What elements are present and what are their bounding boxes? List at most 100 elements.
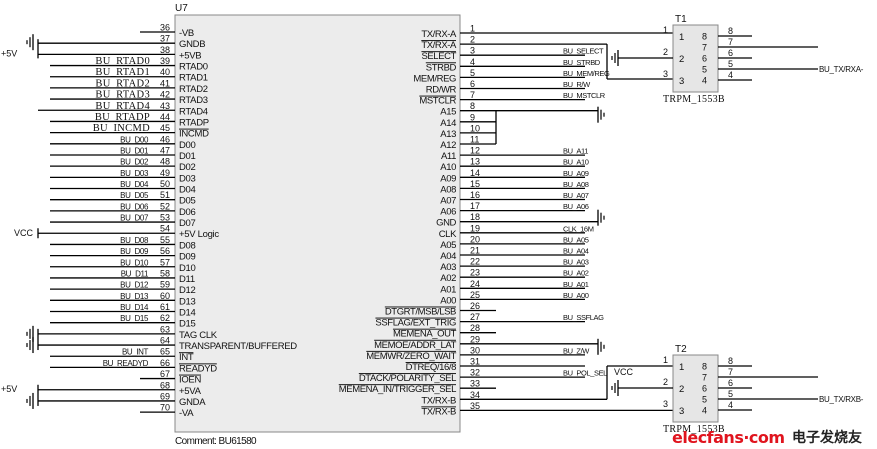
pin-number: 5 bbox=[470, 68, 475, 78]
pin-number: 39 bbox=[160, 56, 170, 66]
pin-number: 8 bbox=[470, 101, 475, 111]
pin-name: D11 bbox=[179, 274, 195, 285]
pin-number: 31 bbox=[470, 357, 480, 367]
net-label: BU_D09 bbox=[120, 247, 149, 256]
pin-name: RTAD0 bbox=[179, 62, 208, 73]
pin-name: INT bbox=[179, 352, 194, 363]
pin-number: 29 bbox=[470, 334, 480, 344]
net-label: BU_D12 bbox=[120, 281, 149, 290]
pin-name: D14 bbox=[179, 308, 196, 319]
pin-name: TX/RX-B bbox=[421, 395, 456, 406]
net-label: BU_D04 bbox=[120, 180, 149, 189]
power-label-vcc: VCC bbox=[614, 367, 634, 377]
pin-name: A08 bbox=[440, 184, 456, 195]
net-label: BU_D11 bbox=[121, 269, 149, 278]
pin-name: RTAD1 bbox=[179, 73, 208, 84]
pin-number: 6 bbox=[470, 79, 475, 89]
net-label: BU_INT bbox=[122, 348, 149, 357]
pin-name: RTAD3 bbox=[179, 95, 208, 106]
net-label: BU_RTAD0 bbox=[95, 56, 150, 67]
pin-number: 8 bbox=[728, 356, 733, 366]
pin-name: TX/RX-B bbox=[421, 406, 456, 417]
pin-number: 51 bbox=[160, 190, 170, 200]
pin-name: A05 bbox=[440, 240, 456, 251]
pin-number: 26 bbox=[470, 301, 480, 311]
pin-number: 59 bbox=[160, 280, 170, 290]
net-label: CLK_16M bbox=[563, 224, 594, 233]
pin-name: INCMD bbox=[179, 129, 209, 140]
net-label-output: BU_TX/RXA- bbox=[819, 65, 864, 74]
pin-name: DTREQ/16/8 bbox=[406, 362, 456, 373]
net-label-output: BU_TX/RXB- bbox=[819, 395, 864, 404]
net-label: BU_D14 bbox=[120, 303, 149, 312]
net-label: BU_RTAD4 bbox=[95, 101, 150, 112]
pin-name: A04 bbox=[440, 251, 456, 262]
pin-name: A09 bbox=[440, 173, 456, 184]
pin-number-inner: 4 bbox=[702, 406, 707, 416]
pin-name: D12 bbox=[179, 285, 196, 296]
pin-number: 43 bbox=[160, 101, 170, 111]
pin-number: 20 bbox=[470, 234, 480, 244]
pin-number: 10 bbox=[470, 123, 480, 133]
pin-name: RTAD2 bbox=[179, 84, 208, 95]
pin-number: 25 bbox=[470, 290, 480, 300]
pin-number: 3 bbox=[470, 46, 475, 56]
pin-name: A07 bbox=[440, 196, 456, 207]
pin-name: GNDA bbox=[179, 397, 206, 408]
pin-number: 50 bbox=[160, 179, 170, 189]
net-label: BU_SSFLAG bbox=[563, 313, 604, 322]
pin-name: MSTCLR bbox=[419, 96, 456, 107]
net-label: BU_D06 bbox=[120, 202, 149, 211]
pin-number: 24 bbox=[470, 279, 480, 289]
pin-number: 58 bbox=[160, 268, 170, 278]
pin-number-inner: 8 bbox=[702, 32, 707, 42]
transformer-ref: T2 bbox=[675, 344, 687, 355]
pin-number: 40 bbox=[160, 67, 170, 77]
pin-number: 8 bbox=[728, 26, 733, 36]
net-label: BU_A10 bbox=[563, 158, 589, 167]
pin-number: 37 bbox=[160, 34, 170, 44]
pin-number-inner: 3 bbox=[679, 76, 684, 87]
pin-number: 67 bbox=[160, 369, 170, 379]
pin-number-inner: 7 bbox=[702, 43, 707, 53]
pin-name: GNDB bbox=[179, 39, 205, 50]
pin-number: 35 bbox=[470, 401, 480, 411]
pin-number: 38 bbox=[160, 45, 170, 55]
pin-number-inner: 3 bbox=[679, 406, 684, 417]
net-label: BU_A05 bbox=[563, 235, 589, 244]
pin-number: 16 bbox=[470, 190, 480, 200]
pin-number: 48 bbox=[160, 157, 170, 167]
transformer-ref: T1 bbox=[675, 14, 687, 25]
pin-number-inner: 4 bbox=[702, 76, 707, 86]
pin-number: 3 bbox=[663, 69, 668, 79]
pin-number: 4 bbox=[728, 70, 733, 80]
pin-number: 2 bbox=[663, 377, 668, 387]
pin-number: 28 bbox=[470, 323, 480, 333]
pin-name: D15 bbox=[179, 319, 196, 330]
pin-number: 2 bbox=[663, 47, 668, 57]
pin-name: A13 bbox=[440, 129, 456, 140]
pin-name: D03 bbox=[179, 173, 196, 184]
pin-number: 22 bbox=[470, 257, 480, 267]
pin-number: 34 bbox=[470, 390, 480, 400]
pin-name: CLK bbox=[439, 229, 457, 240]
pin-number: 12 bbox=[470, 146, 480, 156]
pin-name: A03 bbox=[440, 262, 456, 273]
net-label: BU_D02 bbox=[120, 158, 149, 167]
pin-number-inner: 2 bbox=[679, 54, 684, 65]
net-label: BU_READYD bbox=[103, 359, 149, 368]
pin-number: 62 bbox=[160, 313, 170, 323]
pin-name: A01 bbox=[440, 284, 456, 295]
pin-name: D10 bbox=[179, 263, 196, 274]
pin-name: TX/RX-A bbox=[421, 40, 457, 51]
transformer-part: TRPM_1553B bbox=[663, 424, 725, 435]
net-label: BU_A02 bbox=[563, 269, 589, 278]
pin-number: 64 bbox=[160, 336, 170, 346]
net-label: BU_D15 bbox=[120, 314, 149, 323]
pin-number: 60 bbox=[160, 291, 170, 301]
pin-number-inner: 8 bbox=[702, 362, 707, 372]
pin-number: 63 bbox=[160, 324, 170, 334]
pin-name: D04 bbox=[179, 185, 196, 196]
pin-name: SSFLAG/EXT_TRIG bbox=[375, 318, 456, 329]
pin-name: A06 bbox=[440, 207, 456, 218]
